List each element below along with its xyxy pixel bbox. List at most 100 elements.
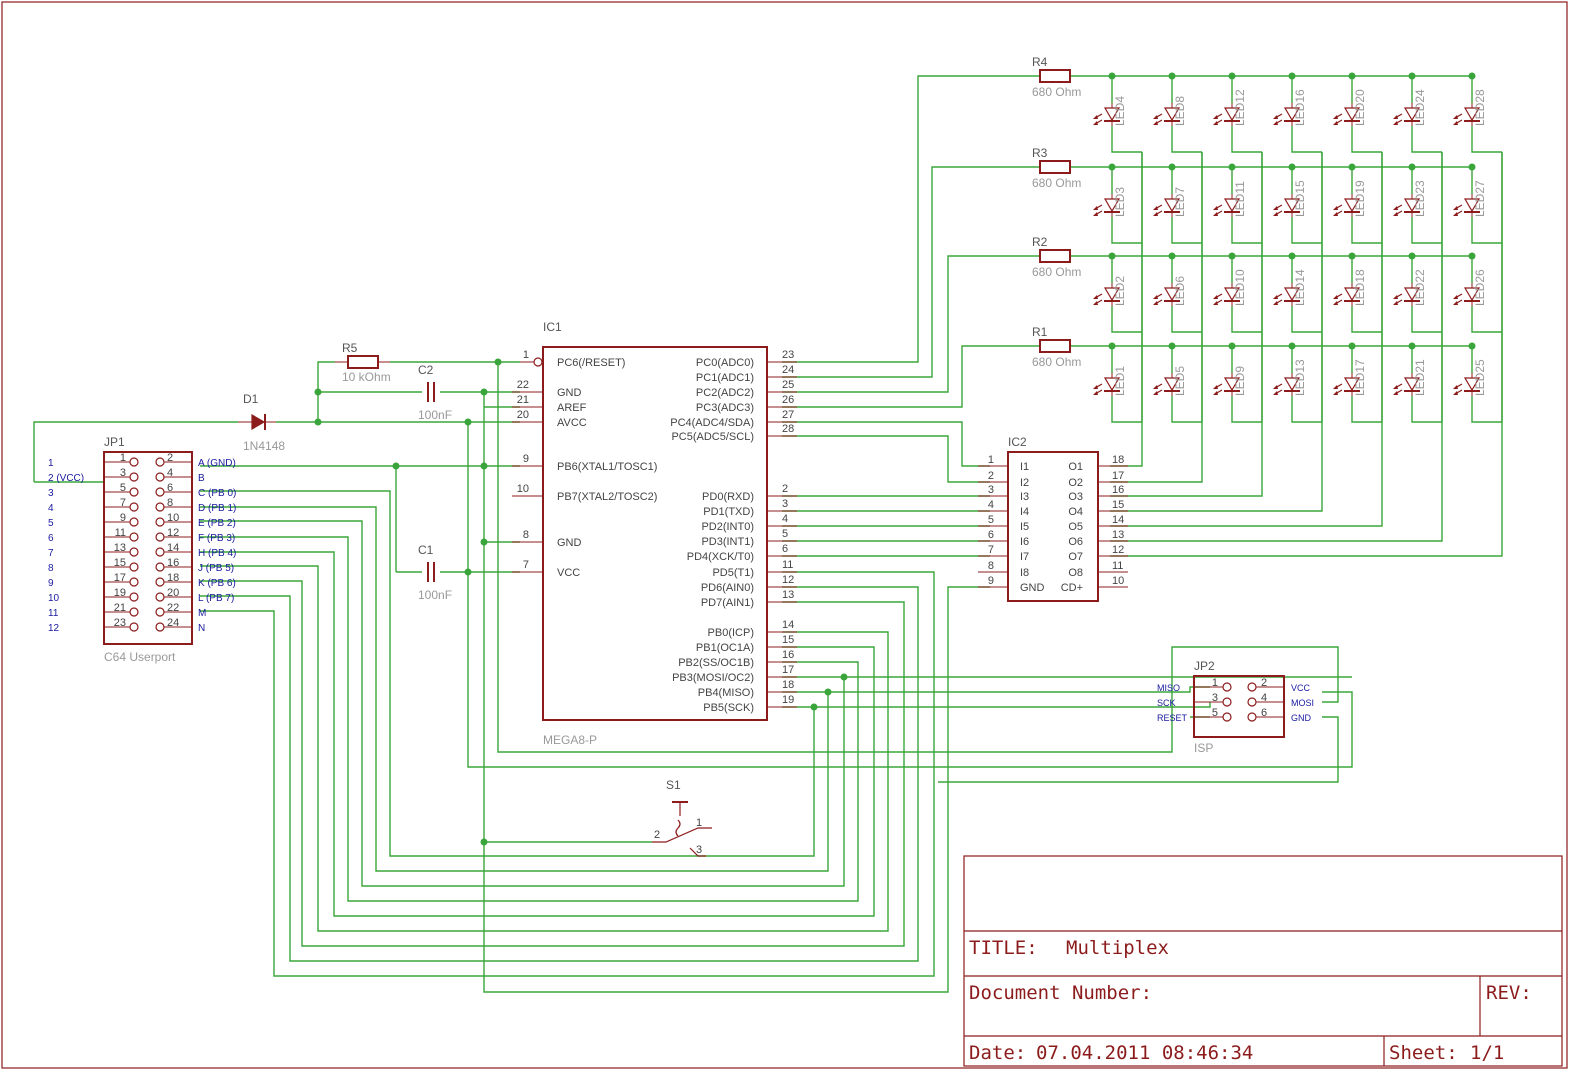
ic1-pin-12: 12 [782,574,794,586]
ic1-pin-13: 13 [782,589,794,601]
led-led21[interactable]: LED21 [1393,359,1427,396]
led-led20[interactable]: LED20 [1333,89,1367,126]
led-led28[interactable]: LED28 [1453,89,1487,126]
capacitor-c2[interactable]: C2 100nF [418,363,452,422]
led-led25[interactable]: LED25 [1453,359,1487,396]
led-led24[interactable]: LED24 [1393,89,1427,126]
ic1-pinname-25: PC2(ADC2) [696,387,754,399]
led-led15[interactable]: LED15 [1273,180,1307,217]
ic2-pinname-4: I4 [1020,506,1029,518]
jp1-outer-right-2: C (PB 0) [198,488,236,499]
ic1-pinname-22: GND [557,387,582,399]
resistor-r1[interactable]: R1 680 Ohm [1032,325,1081,369]
jp2-label-mosi: MOSI [1291,698,1314,708]
ic1-pin-26: 26 [782,394,794,406]
led-led17[interactable]: LED17 [1333,359,1367,396]
jp1-pin-13: 13 [114,542,126,554]
ic1-pinname-27: PC4(ADC4/SDA) [670,417,754,429]
resistor-r5[interactable]: R5 10 kOhm [335,341,391,384]
c2-value: 100nF [418,408,452,422]
jp2-label-gnd: GND [1291,713,1312,723]
led-led16[interactable]: LED16 [1273,89,1307,126]
diode-d1[interactable]: D1 1N4148 [238,392,285,453]
led-led26[interactable]: LED26 [1453,269,1487,306]
ic1-pin-14: 14 [782,619,794,631]
r1-value: 680 Ohm [1032,355,1081,369]
ic2-pinname-15: O4 [1068,506,1083,518]
led-led6[interactable]: LED6 [1153,276,1187,306]
ic1-pin-25: 25 [782,379,794,391]
led-led9[interactable]: LED9 [1213,366,1247,396]
ic1-pinname-1: PC6(/RESET) [557,357,625,369]
jp1-outer-right-4: E (PB 2) [198,518,236,529]
ic1-pinname-2: PD0(RXD) [702,491,754,503]
jp1-pin-14: 14 [167,542,179,554]
jp1-value: C64 Userport [104,650,176,664]
jp1-pin-2: 2 [167,452,173,464]
jp1-outer-right-6: H (PB 4) [198,548,236,559]
led-label: LED27 [1473,180,1487,217]
led-led11[interactable]: LED11 [1213,181,1247,217]
jp2-pin-2: 2 [1261,677,1267,689]
r5-value: 10 kOhm [342,370,391,384]
jp1-outer-right-9: L (PB 7) [198,593,234,604]
ic1-pin-15: 15 [782,634,794,646]
jp1-pin-16: 16 [167,557,179,569]
led-led22[interactable]: LED22 [1393,269,1427,306]
rev-label: REV: [1486,982,1532,1004]
jp1-name: JP1 [104,435,125,449]
ic1-pinname-10: PB7(XTAL2/TOSC2) [557,491,657,503]
jp1-pin-19: 19 [114,587,126,599]
led-led18[interactable]: LED18 [1333,269,1367,306]
ic2-pinname-5: I5 [1020,521,1029,533]
led-led3[interactable]: LED3 [1093,187,1127,217]
ic2-pinname-8: I8 [1020,567,1029,579]
capacitor-c1[interactable]: C1 100nF [418,543,452,602]
ic1-pinname-15: PB1(OC1A) [696,642,754,654]
led-led7[interactable]: LED7 [1153,187,1187,217]
led-led14[interactable]: LED14 [1273,269,1307,306]
resistor-r3[interactable]: R3 680 Ohm [1032,146,1081,190]
ic1-pinname-12: PD6(AIN0) [701,582,754,594]
s1-pin-1: 1 [696,817,702,829]
ic1-pin-10: 10 [517,483,529,495]
ic1-pin-9: 9 [523,453,529,465]
led-label: LED24 [1413,89,1427,126]
jp2-value: ISP [1194,741,1213,755]
led-led23[interactable]: LED23 [1393,180,1427,217]
resistor-r4[interactable]: R4 680 Ohm [1032,55,1081,99]
led-led13[interactable]: LED13 [1273,359,1307,396]
led-led5[interactable]: LED5 [1153,366,1187,396]
resistor-r2[interactable]: R2 680 Ohm [1032,235,1081,279]
r2-value: 680 Ohm [1032,265,1081,279]
ic2-driver[interactable]: IC2 1I12I23I34I45I56I67I78I89GND18O117O2… [978,435,1128,602]
led-led12[interactable]: LED12 [1213,89,1247,126]
ic2-pinname-11: O8 [1068,567,1083,579]
led-led1[interactable]: LED1 [1093,366,1127,396]
s1-pin-3: 3 [696,844,702,856]
led-led8[interactable]: LED8 [1153,96,1187,126]
jp1-pin-23: 23 [114,617,126,629]
led-led4[interactable]: LED4 [1093,96,1127,126]
led-label: LED18 [1353,269,1367,306]
switch-s1[interactable]: S1 2 1 3 [652,778,712,857]
jp1-outer-left-9: 10 [48,593,60,604]
jp1-outer-left-6: 7 [48,548,54,559]
led-label: LED9 [1233,366,1247,396]
led-led10[interactable]: LED10 [1213,269,1247,306]
led-led19[interactable]: LED19 [1333,180,1367,217]
ic1-pin-8: 8 [523,529,529,541]
led-led2[interactable]: LED2 [1093,276,1127,306]
ic2-pin-10: 10 [1112,575,1124,587]
ic1-mega8[interactable]: IC1 MEGA8-P 1PC6(/RESET)22GND21AREF20AVC… [512,320,797,747]
ic2-pinname-9: GND [1020,582,1045,594]
jp2-label-vcc: VCC [1291,683,1311,693]
ic2-pinname-1: I1 [1020,461,1029,473]
ic1-pinname-3: PD1(TXD) [703,506,754,518]
jp2-pin-1: 1 [1212,677,1218,689]
led-label: LED22 [1413,269,1427,306]
led-led27[interactable]: LED27 [1453,180,1487,217]
ic1-pinname-24: PC1(ADC1) [696,372,754,384]
